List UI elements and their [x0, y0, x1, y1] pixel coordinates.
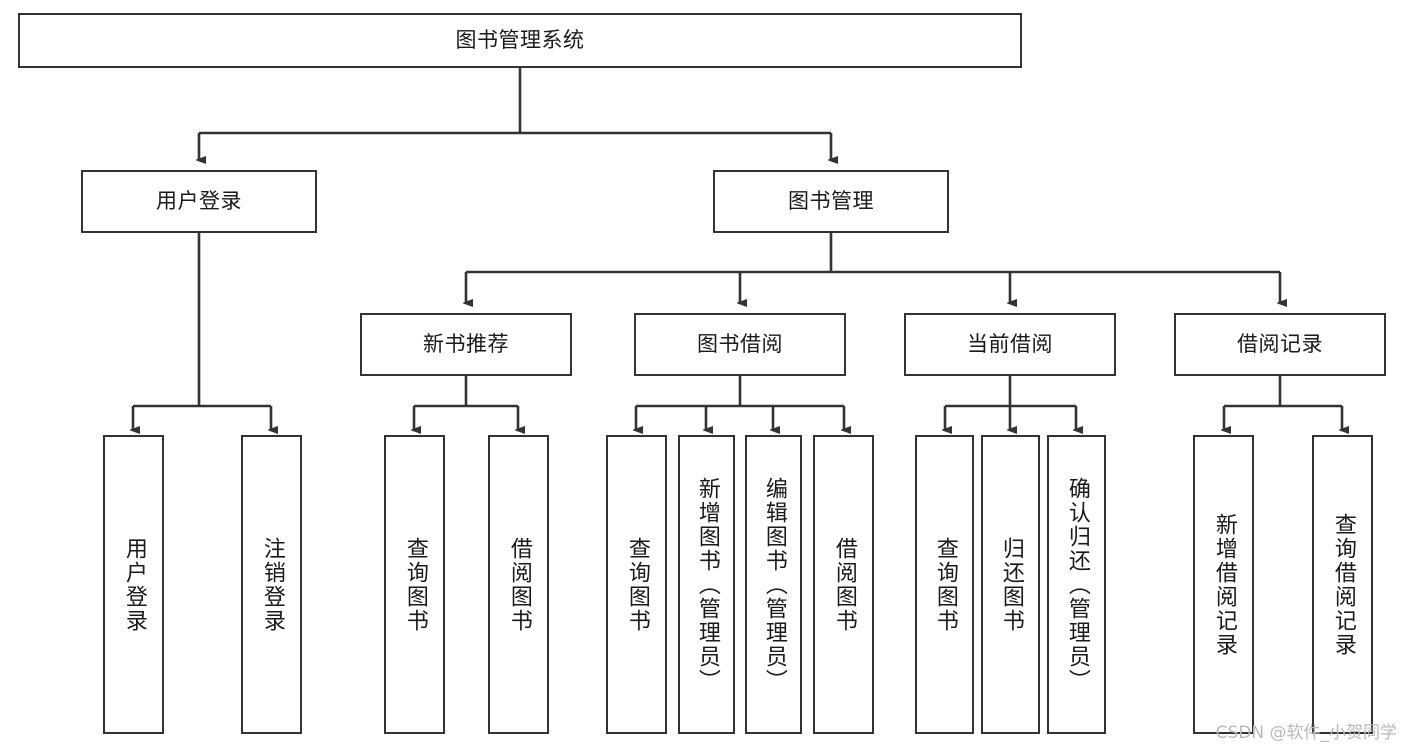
leaf-borrow-query-book[interactable]: 查询图书: [606, 435, 667, 734]
node-label: 查询图书: [402, 536, 428, 633]
node-label: 新增图书（管理员）: [694, 476, 720, 693]
node-user-login[interactable]: 用户登录: [81, 170, 317, 233]
node-new-book-recommend[interactable]: 新书推荐: [360, 313, 572, 376]
node-current-borrow[interactable]: 当前借阅: [904, 313, 1116, 376]
node-label: 当前借阅: [967, 331, 1053, 356]
leaf-logout[interactable]: 注销登录: [241, 435, 302, 734]
leaf-record-query-record[interactable]: 查询借阅记录: [1312, 435, 1373, 734]
node-label: 图书借阅: [697, 331, 783, 356]
node-root-system[interactable]: 图书管理系统: [18, 13, 1022, 68]
connectors-root: [199, 68, 831, 160]
watermark: CSDN @软件_小贺同学: [1215, 723, 1397, 743]
node-label: 编辑图书（管理员）: [761, 476, 787, 693]
node-label: 确认归还（管理员）: [1064, 476, 1090, 693]
leaf-user-login[interactable]: 用户登录: [103, 435, 164, 734]
node-label: 用户登录: [156, 188, 242, 213]
leaf-borrow-add-book-admin[interactable]: 新增图书（管理员）: [678, 435, 735, 734]
node-book-borrow[interactable]: 图书借阅: [634, 313, 846, 376]
connectors-borrow-record: [1224, 376, 1342, 430]
node-label: 注销登录: [259, 536, 285, 633]
connectors-book-management: [466, 233, 1280, 303]
leaf-current-query-book[interactable]: 查询图书: [915, 435, 974, 734]
node-label: 借阅记录: [1237, 331, 1323, 356]
node-label: 查询借阅记录: [1330, 512, 1356, 657]
node-label: 借阅图书: [831, 536, 857, 633]
node-label: 借阅图书: [506, 536, 532, 633]
node-label: 用户登录: [121, 536, 147, 633]
node-label: 查询图书: [932, 536, 958, 633]
leaf-new-book-query-book[interactable]: 查询图书: [384, 435, 445, 734]
leaf-current-return-book[interactable]: 归还图书: [981, 435, 1040, 734]
leaf-borrow-edit-book-admin[interactable]: 编辑图书（管理员）: [745, 435, 802, 734]
node-label: 归还图书: [998, 536, 1024, 633]
node-label: 新书推荐: [423, 331, 509, 356]
node-label: 图书管理系统: [455, 27, 585, 52]
connectors-current-borrow: [945, 376, 1076, 430]
connectors-user-login: [133, 233, 271, 430]
node-borrow-record[interactable]: 借阅记录: [1174, 313, 1386, 376]
node-book-management[interactable]: 图书管理: [713, 170, 949, 233]
node-label: 新增借阅记录: [1211, 512, 1237, 657]
node-label: 查询图书: [624, 536, 650, 633]
leaf-current-confirm-return-admin[interactable]: 确认归还（管理员）: [1047, 435, 1106, 734]
leaf-new-book-borrow-book[interactable]: 借阅图书: [488, 435, 549, 734]
leaf-record-add-record[interactable]: 新增借阅记录: [1193, 435, 1254, 734]
connectors-book-borrow: [636, 376, 844, 430]
leaf-borrow-borrow-book[interactable]: 借阅图书: [813, 435, 874, 734]
node-label: 图书管理: [788, 188, 874, 213]
connectors-new-book: [414, 376, 518, 430]
